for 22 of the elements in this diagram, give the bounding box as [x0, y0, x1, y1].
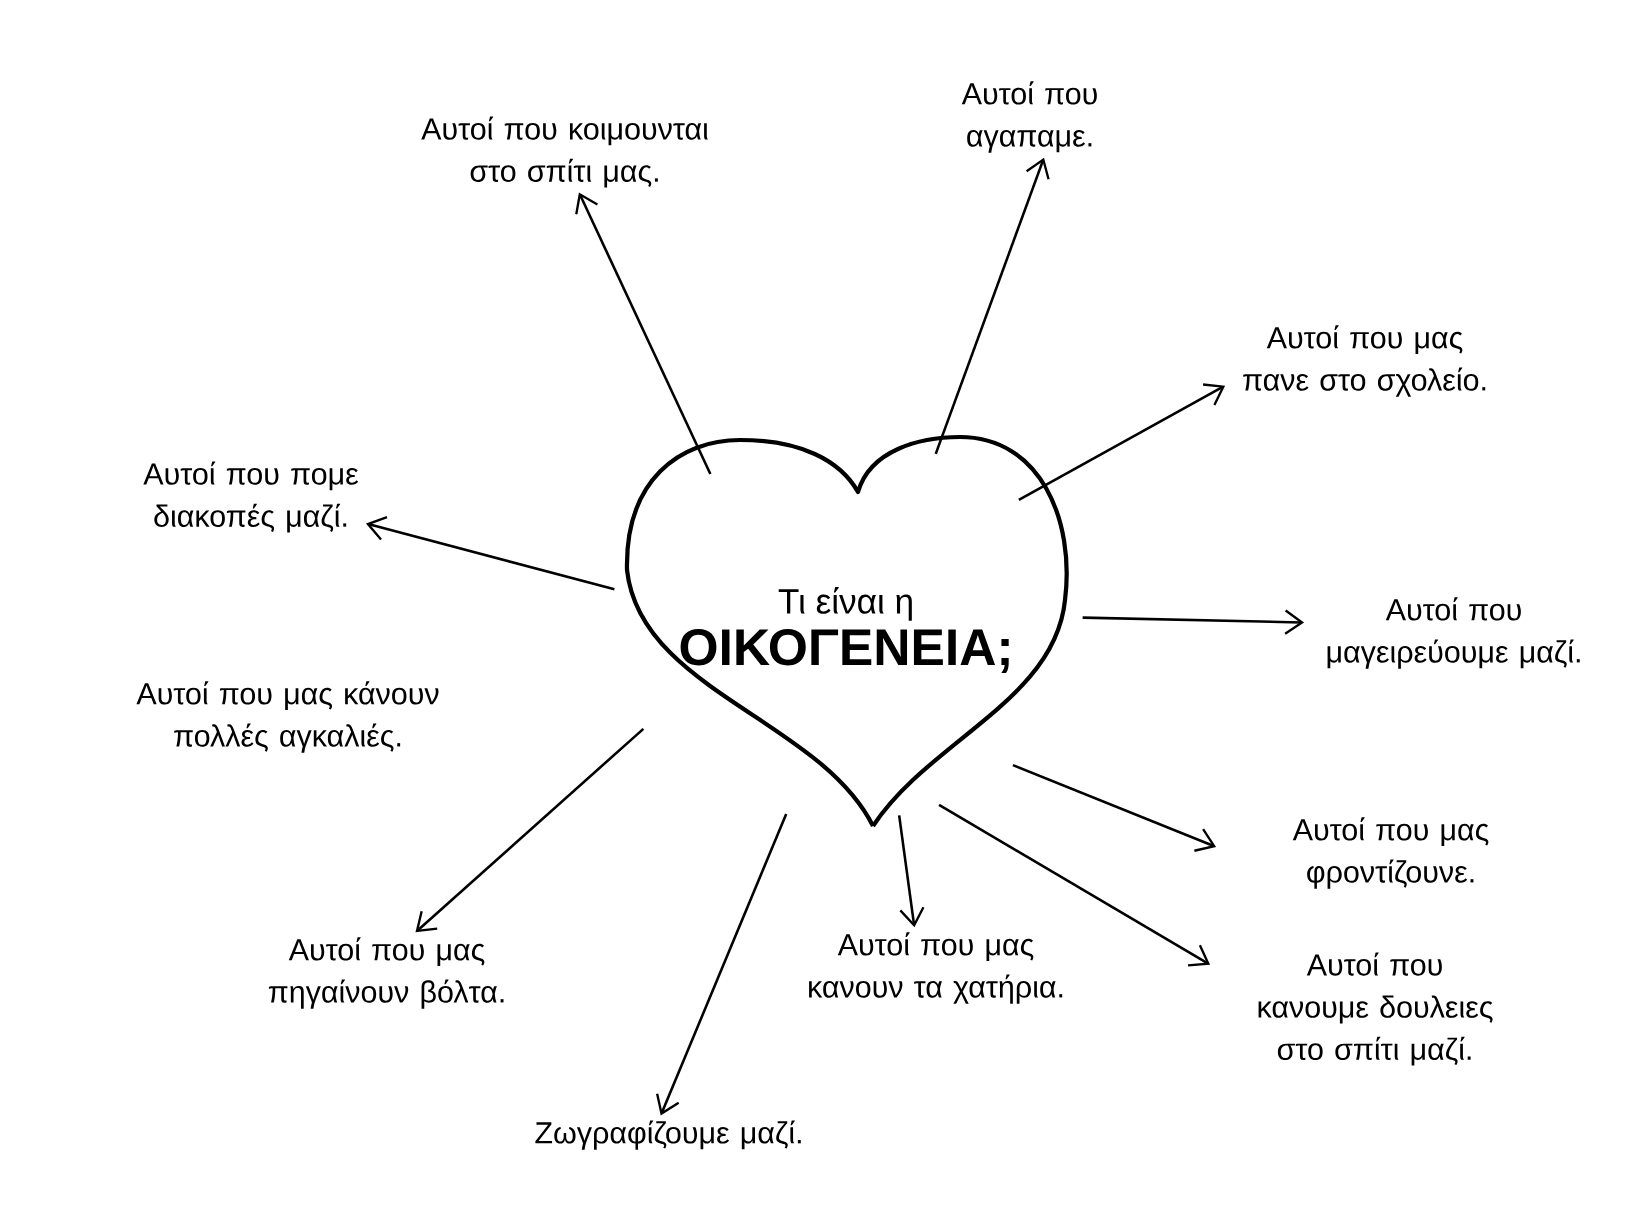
arrow: [1018, 383, 1226, 501]
handwritten-note: Αυτοί που μας κανουν τα χατήρια.: [809, 932, 1063, 1004]
arrow: [575, 192, 712, 475]
arrow: [938, 803, 1211, 967]
arrow: [1082, 609, 1305, 635]
arrow: [365, 515, 615, 591]
handwritten-note: Αυτοί που μας φροντίζουνε.: [1292, 817, 1489, 889]
arrow: [1012, 763, 1217, 852]
arrow: [656, 813, 788, 1116]
handwritten-note: Αυτοί που μαγειρεύουμε μαζί.: [1327, 597, 1580, 669]
handwritten-note: Αυτοί που μας πηγαίνουν βόλτα.: [268, 937, 504, 1009]
handwritten-note: Αυτοί που μας πανε στο σχολείο.: [1243, 325, 1486, 397]
arrow: [934, 157, 1050, 455]
handwritten-note: Αυτοί που κανουμε δουλειες στο σπίτι μαζί.: [1258, 952, 1493, 1066]
handwritten-note: Αυτοί που πομε διακοπές μαζί.: [143, 461, 359, 533]
handwritten-note: Αυτοί που μας κάνουν πολλές αγκαλιές.: [136, 681, 439, 753]
heart-shape: Τι είναι η ΟΙΚΟΓΕΝΕΙΑ;: [624, 434, 1069, 829]
arrow: [897, 815, 925, 928]
handwritten-note: Ζωγραφίζουμε μαζί.: [535, 1120, 801, 1150]
handwritten-note: Αυτοί που κοιμουνται στο σπίτι μας.: [421, 116, 708, 188]
handwritten-note: Αυτοί που αγαπαμε.: [961, 81, 1097, 153]
arrow: [415, 727, 645, 933]
